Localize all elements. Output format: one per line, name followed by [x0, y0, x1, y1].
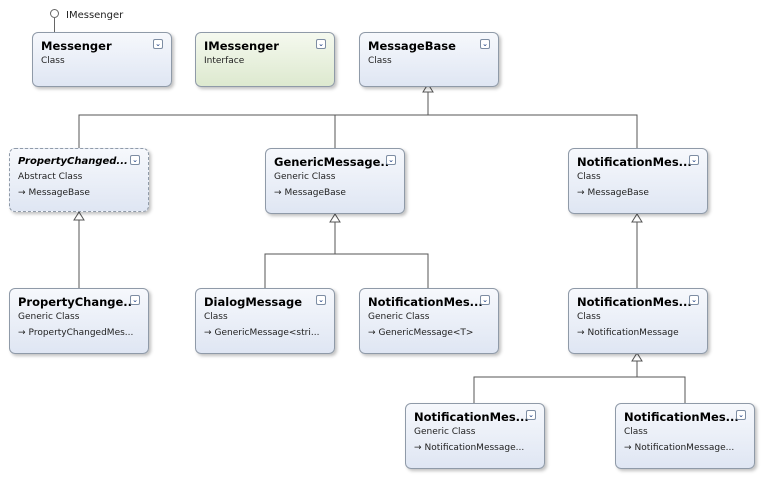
- base-class: →NotificationMessage: [577, 328, 679, 338]
- connector-messagebase-children: [78, 92, 638, 151]
- interface-lollipop-icon: [50, 9, 59, 18]
- inherits-arrow-icon: →: [18, 188, 26, 198]
- expand-chevron-icon[interactable]: ⌄: [316, 39, 326, 49]
- inheritance-arrow-propertychanged: [73, 211, 85, 221]
- class-title: IMessenger: [204, 39, 279, 53]
- base-class: →PropertyChangedMes...: [18, 328, 133, 338]
- base-class: →GenericMessage<stri...: [204, 328, 319, 338]
- base-class-label: NotificationMessage...: [634, 443, 735, 453]
- class-title: Messenger: [41, 39, 112, 53]
- inherits-arrow-icon: →: [274, 188, 282, 198]
- class-propertychanged-abstract[interactable]: PropertyChanged... Abstract Class →Messa…: [9, 148, 149, 212]
- class-notificationmessage-generic-bottom[interactable]: NotificationMes... Generic Class →Notifi…: [405, 403, 545, 469]
- class-title: DialogMessage: [204, 295, 303, 309]
- expand-chevron-icon[interactable]: ⌄: [480, 39, 490, 49]
- class-title: NotificationMes...: [577, 155, 692, 169]
- class-title: MessageBase: [368, 39, 456, 53]
- class-notificationmessage-bottom[interactable]: NotificationMes... Class →NotificationMe…: [615, 403, 755, 469]
- class-kind: Generic Class: [414, 427, 476, 437]
- base-class-label: NotificationMessage: [587, 328, 679, 338]
- base-class: →NotificationMessage...: [624, 443, 734, 453]
- class-genericmessage[interactable]: GenericMessage... Generic Class →Message…: [265, 148, 405, 214]
- expand-chevron-icon[interactable]: ⌄: [316, 295, 326, 305]
- class-kind: Class: [577, 172, 601, 182]
- inherits-arrow-icon: →: [577, 328, 585, 338]
- connector-notification-mid: [473, 361, 686, 404]
- lollipop-label: IMessenger: [66, 10, 124, 21]
- class-kind: Class: [577, 312, 601, 322]
- inheritance-arrow-genericmessage: [329, 213, 341, 223]
- base-class-label: MessageBase: [284, 188, 346, 198]
- class-dialogmessage[interactable]: DialogMessage Class →GenericMessage<stri…: [195, 288, 335, 354]
- class-kind: Class: [204, 312, 228, 322]
- base-class: →MessageBase: [18, 188, 90, 198]
- interface-imessenger[interactable]: IMessenger Interface ⌄: [195, 32, 335, 87]
- connector-genericmessage-children: [264, 222, 429, 290]
- class-kind: Class: [368, 56, 392, 66]
- class-notificationmessage-mid[interactable]: NotificationMes... Class →NotificationMe…: [568, 288, 708, 354]
- class-messenger[interactable]: Messenger Class ⌄: [32, 32, 172, 87]
- inheritance-arrow-messagebase: [422, 83, 434, 93]
- expand-chevron-icon[interactable]: ⌄: [130, 295, 140, 305]
- class-kind: Interface: [204, 56, 245, 66]
- class-title: PropertyChange...: [18, 295, 133, 309]
- base-class-label: MessageBase: [587, 188, 649, 198]
- class-kind: Abstract Class: [18, 172, 83, 182]
- expand-chevron-icon[interactable]: ⌄: [386, 155, 396, 165]
- base-class-label: NotificationMessage...: [424, 443, 525, 453]
- base-class-label: GenericMessage<T>: [378, 328, 474, 338]
- class-title: NotificationMes...: [624, 410, 739, 424]
- base-class-label: GenericMessage<stri...: [214, 328, 320, 338]
- class-kind: Class: [41, 56, 65, 66]
- class-title: NotificationMes...: [368, 295, 483, 309]
- expand-chevron-icon[interactable]: ⌄: [736, 410, 746, 420]
- class-kind: Generic Class: [18, 312, 80, 322]
- lollipop-stick: [54, 18, 55, 42]
- class-notificationmessage-top[interactable]: NotificationMes... Class →MessageBase ⌄: [568, 148, 708, 214]
- expand-chevron-icon[interactable]: ⌄: [689, 155, 699, 165]
- class-messagebase[interactable]: MessageBase Class ⌄: [359, 32, 499, 87]
- inherits-arrow-icon: →: [204, 328, 212, 338]
- class-title: NotificationMes...: [577, 295, 692, 309]
- class-notificationmessage-generic[interactable]: NotificationMes... Generic Class →Generi…: [359, 288, 499, 354]
- inherits-arrow-icon: →: [414, 443, 422, 453]
- inheritance-arrow-notification-top: [631, 213, 643, 223]
- expand-chevron-icon[interactable]: ⌄: [689, 295, 699, 305]
- expand-chevron-icon[interactable]: ⌄: [480, 295, 490, 305]
- class-propertychange-generic[interactable]: PropertyChange... Generic Class →Propert…: [9, 288, 149, 354]
- inheritance-arrow-notification-mid: [631, 352, 643, 362]
- inherits-arrow-icon: →: [577, 188, 585, 198]
- inherits-arrow-icon: →: [18, 328, 26, 338]
- expand-chevron-icon[interactable]: ⌄: [153, 39, 163, 49]
- expand-chevron-icon[interactable]: ⌄: [130, 155, 140, 165]
- base-class-label: PropertyChangedMes...: [28, 328, 134, 338]
- inherits-arrow-icon: →: [368, 328, 376, 338]
- base-class: →MessageBase: [577, 188, 649, 198]
- class-kind: Generic Class: [274, 172, 336, 182]
- base-class-label: MessageBase: [28, 188, 90, 198]
- class-kind: Class: [624, 427, 648, 437]
- base-class: →GenericMessage<T>: [368, 328, 473, 338]
- expand-chevron-icon[interactable]: ⌄: [526, 410, 536, 420]
- inherits-arrow-icon: →: [624, 443, 632, 453]
- base-class: →MessageBase: [274, 188, 346, 198]
- class-kind: Generic Class: [368, 312, 430, 322]
- class-title: NotificationMes...: [414, 410, 529, 424]
- class-title: GenericMessage...: [274, 155, 389, 169]
- base-class: →NotificationMessage...: [414, 443, 524, 453]
- class-title: PropertyChanged...: [18, 156, 128, 167]
